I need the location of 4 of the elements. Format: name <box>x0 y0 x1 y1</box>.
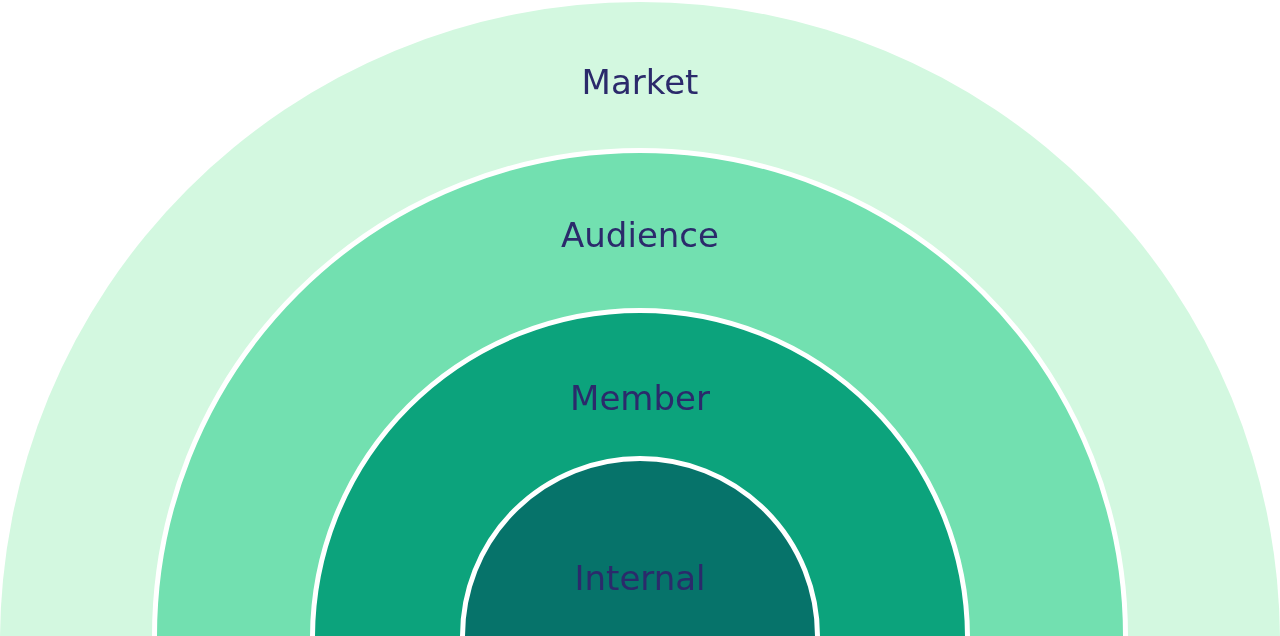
ring-label: Internal <box>574 558 706 598</box>
ring-label: Member <box>570 378 710 418</box>
ring-label: Market <box>581 62 699 102</box>
ring-label: Audience <box>561 215 719 255</box>
